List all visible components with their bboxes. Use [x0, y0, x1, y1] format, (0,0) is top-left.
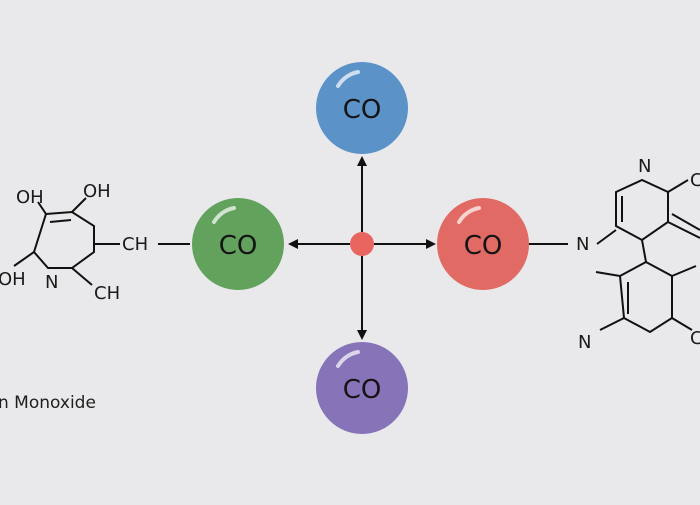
right-upper-to-right [667, 221, 700, 239]
node-bottom-label: CO [343, 375, 382, 405]
left-bond-to-bottom-left [13, 251, 35, 267]
left-bond-oh-top-left [37, 201, 47, 215]
node-top-highlight [336, 70, 360, 88]
right-lower-to-top-left [595, 271, 621, 277]
right-n-bottom: N [578, 332, 591, 353]
node-right[interactable]: CO [437, 198, 529, 290]
left-bond-ch-bottom [71, 267, 93, 286]
node-right-highlight [457, 206, 481, 224]
node-left-highlight [212, 206, 236, 224]
node-bottom-highlight [336, 350, 360, 368]
left-oh-top-right: OH [83, 181, 111, 202]
right-c-top-right: C [690, 170, 700, 191]
right-lower-to-top-right [671, 265, 697, 277]
right-upper-ring [615, 178, 669, 242]
node-left[interactable]: CO [192, 198, 284, 290]
left-molecule [13, 197, 190, 286]
node-top-label: CO [343, 95, 382, 125]
left-oh-top-left: OH [16, 187, 44, 208]
right-c-bottom-right: C [690, 328, 700, 349]
center-hub [350, 232, 374, 256]
caption-label: n Monoxide [0, 393, 96, 413]
right-bond-to-ring [596, 229, 617, 245]
right-lower-to-bottom-left [599, 317, 625, 331]
left-ring-bonds [32, 210, 95, 269]
left-ring-double-bond [49, 219, 72, 223]
left-nitrogen: N [45, 272, 58, 293]
left-bond-oh-top-right [71, 197, 87, 213]
left-ch-bottom: CH [94, 283, 120, 304]
right-molecule [595, 178, 700, 334]
right-link-between-rings [641, 239, 647, 263]
right-upper-to-top-right [667, 179, 689, 193]
node-right-label: CO [464, 231, 503, 261]
node-bottom[interactable]: CO [316, 342, 408, 434]
connectors [288, 156, 568, 340]
right-n-left: N [576, 234, 589, 255]
node-top[interactable]: CO [316, 62, 408, 154]
left-oh-bottom-left: OH [0, 269, 26, 290]
right-lower-to-bottom-right [671, 317, 693, 331]
right-upper-to-right-double [671, 213, 700, 231]
node-left-label: CO [219, 231, 258, 261]
right-n-top: N [638, 156, 651, 177]
left-ch-right: CH [122, 234, 148, 255]
